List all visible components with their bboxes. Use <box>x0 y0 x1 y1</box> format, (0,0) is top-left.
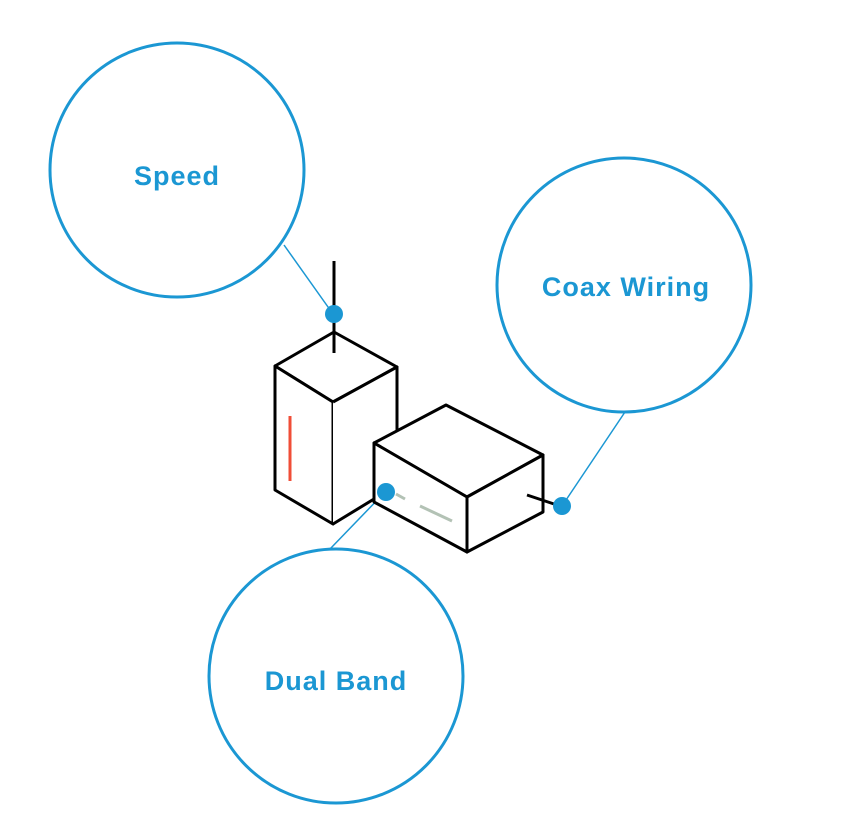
modem-side-face <box>465 453 545 554</box>
callout-label-speed: Speed <box>134 161 220 191</box>
callout-circle-dual-band <box>207 547 465 805</box>
speed-anchor-dot <box>325 305 343 323</box>
modem-indicator-long <box>419 504 453 523</box>
callout-speed: Speed <box>48 41 306 299</box>
modem-indicator-short <box>395 492 406 501</box>
coax-anchor-dot <box>553 497 571 515</box>
callout-label-dual-band: Dual Band <box>265 666 408 696</box>
coax-connector-line <box>561 411 626 507</box>
callout-coax-wiring: Coax Wiring <box>495 156 753 414</box>
speed-connector-line <box>283 244 334 315</box>
dual-band-anchor-dot <box>377 483 395 501</box>
modem-box <box>372 403 561 554</box>
callout-label-coax-wiring: Coax Wiring <box>542 272 710 302</box>
callout-circle-coax-wiring <box>495 156 753 414</box>
callout-circle-speed <box>48 41 306 299</box>
callout-dual-band: Dual Band <box>207 547 465 805</box>
